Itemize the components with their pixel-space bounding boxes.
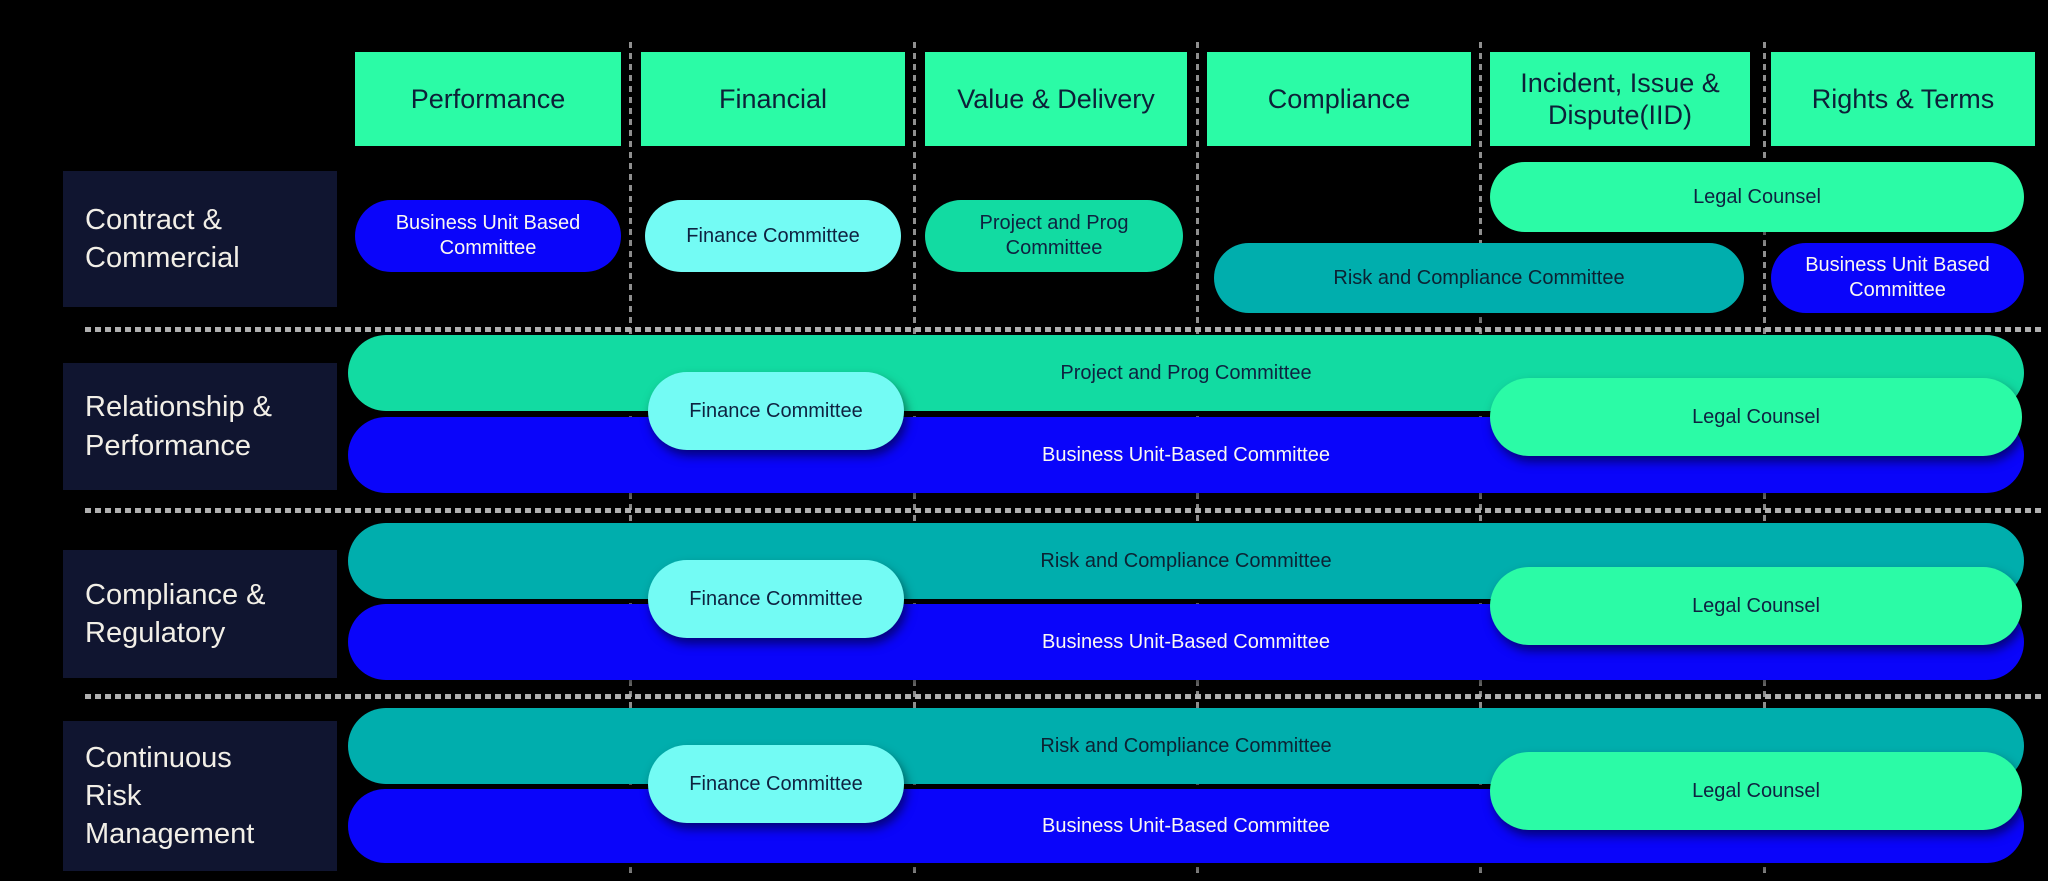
pill-business-unit-based-committee: Business Unit Based Committee — [355, 200, 621, 272]
row-separator — [85, 694, 2042, 699]
pill-finance-committee: Finance Committee — [648, 745, 904, 823]
row-separator — [85, 508, 2042, 513]
row-label-continuous-risk-mgmt: Continuous Risk Management — [63, 721, 337, 871]
row-label-text: Continuous Risk Management — [85, 741, 255, 851]
pill-legal-counsel: Legal Counsel — [1490, 378, 2022, 456]
column-header-iid: Incident, Issue & Dispute(IID) — [1490, 52, 1750, 146]
column-header-rights-terms: Rights & Terms — [1771, 52, 2035, 146]
pill-finance-committee: Finance Committee — [645, 200, 901, 272]
pill-legal-counsel: Legal Counsel — [1490, 752, 2022, 830]
pill-risk-and-compliance-committee: Risk and Compliance Committee — [1214, 243, 1744, 313]
pill-legal-counsel: Legal Counsel — [1490, 162, 2024, 232]
pill-business-unit-based-committee: Business Unit Based Committee — [1771, 243, 2024, 313]
row-label-relationship-performance: Relationship & Performance — [63, 363, 337, 490]
column-header-value-delivery: Value & Delivery — [925, 52, 1187, 146]
column-header-compliance: Compliance — [1207, 52, 1471, 146]
pill-project-and-prog-committee: Project and Prog Committee — [925, 200, 1183, 272]
row-separator — [85, 327, 2042, 332]
row-label-compliance-regulatory: Compliance & Regulatory — [63, 550, 337, 678]
row-label-contract-commercial: Contract & Commercial — [63, 171, 337, 307]
pill-finance-committee: Finance Committee — [648, 560, 904, 638]
pill-legal-counsel: Legal Counsel — [1490, 567, 2022, 645]
pill-finance-committee: Finance Committee — [648, 372, 904, 450]
row-label-text: Compliance & Regulatory — [85, 578, 266, 649]
row-label-text: Contract & Commercial — [85, 203, 240, 274]
column-header-financial: Financial — [641, 52, 905, 146]
column-header-performance: Performance — [355, 52, 621, 146]
row-label-text: Relationship & Performance — [85, 391, 272, 462]
